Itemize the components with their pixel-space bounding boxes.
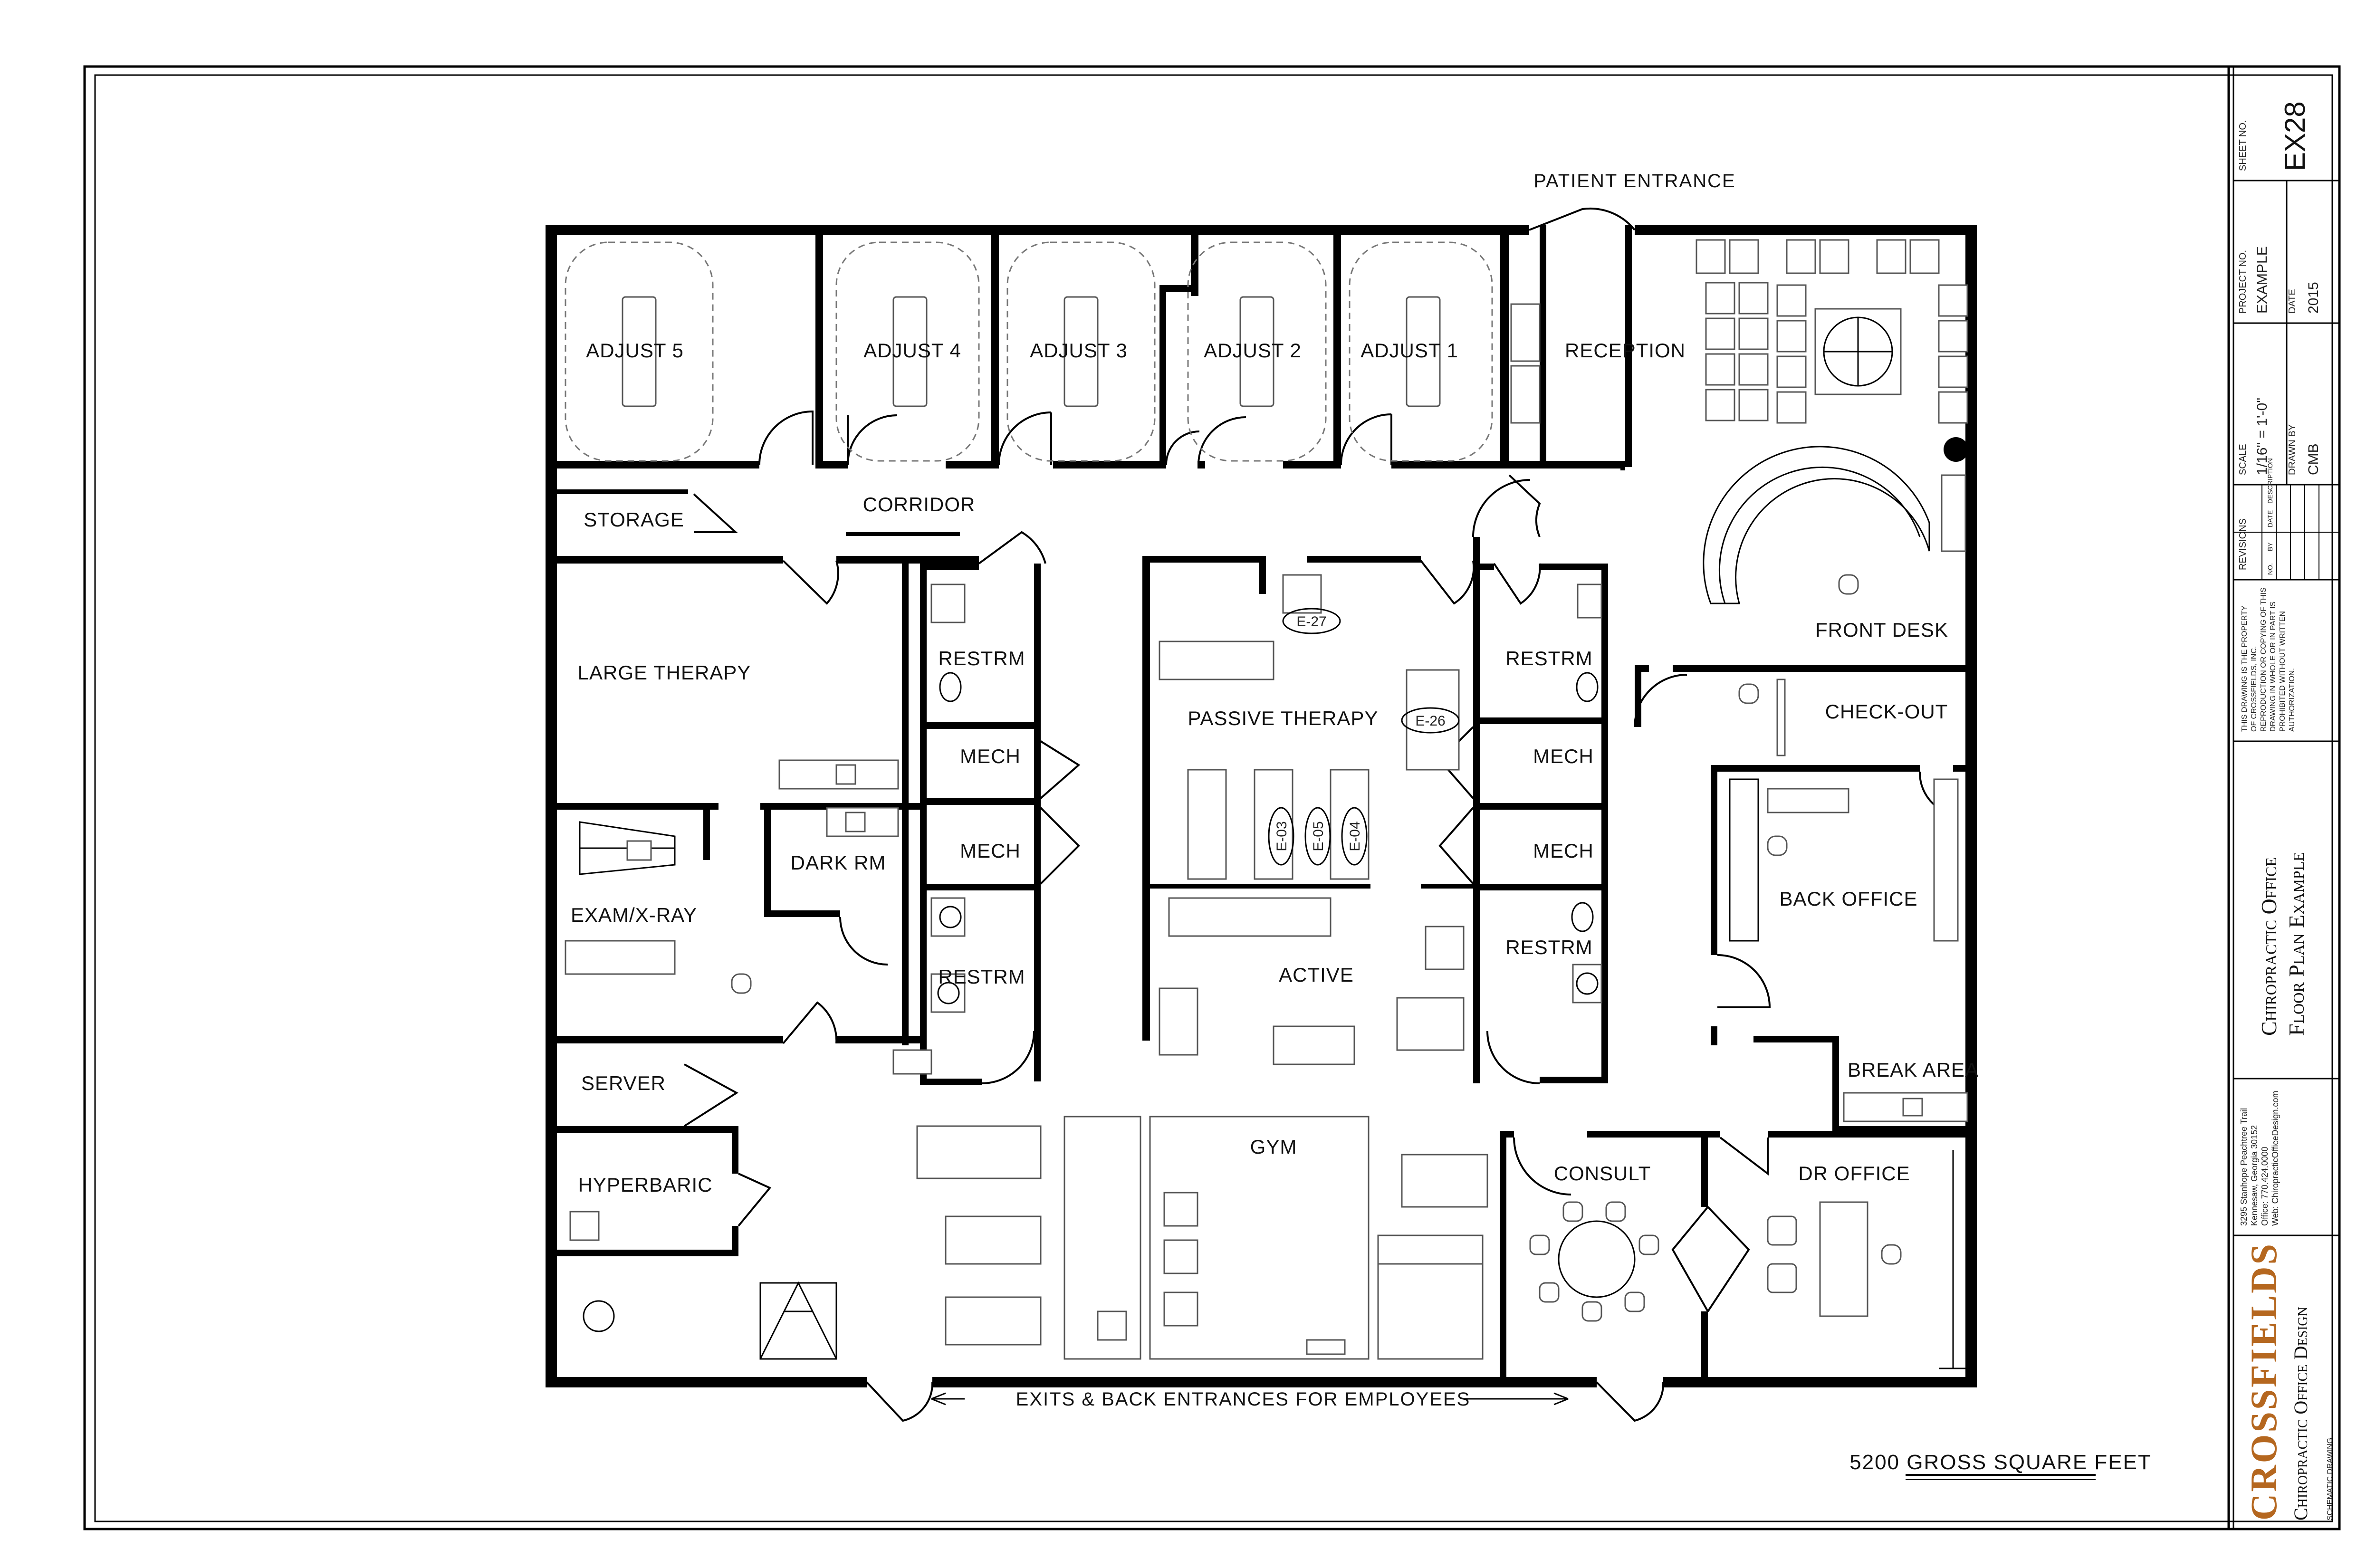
drawn-by-label: DRAWN BY (2287, 424, 2298, 475)
room-label-dr-office: DR OFFICE (1798, 1162, 1910, 1185)
room-label-corridor: CORRIDOR (863, 493, 976, 516)
room-label-storage: STORAGE (584, 508, 684, 531)
room-label-restrm: RESTRM (938, 647, 1025, 669)
rev-col-no: NO. (2266, 563, 2274, 575)
copyright-line: OF CROSSFIELDS, INC. (2250, 646, 2258, 732)
rev-col-by: BY (2266, 542, 2274, 551)
drawing-title-2: Floor Plan Example (2284, 852, 2309, 1036)
room-label-adjust2: ADJUST 2 (1204, 339, 1302, 362)
room-labels: ADJUST 5 ADJUST 4 ADJUST 3 ADJUST 2 ADJU… (571, 339, 1979, 1196)
furniture (565, 239, 1968, 1369)
room-label-dark-rm: DARK RM (791, 851, 886, 874)
patient-entrance-note: PATIENT ENTRANCE (1533, 171, 1735, 191)
interior-walls (546, 225, 1977, 1387)
drawn-by-value: CMB (2306, 443, 2321, 475)
equipment-tag-labels: E-27 E-26 E-03 E-05 E-04 (1274, 614, 1446, 851)
room-label-active: ACTIVE (1279, 964, 1354, 986)
plan-notes: PATIENT ENTRANCE EXITS & BACK ENTRANCES … (931, 171, 2152, 1480)
exits-note: EXITS & BACK ENTRANCES FOR EMPLOYEES (1016, 1389, 1471, 1410)
revisions-label: REVISIONS (2238, 518, 2248, 570)
room-label-consult: CONSULT (1554, 1162, 1651, 1185)
room-label-break-area: BREAK AREA (1848, 1059, 1979, 1081)
address-line: 3295 Stanhope Peachtree Trail (2239, 1108, 2249, 1226)
title-block: SHEET NO. EX28 PROJECT NO. EXAMPLE DATE … (2232, 66, 2340, 1530)
company-sub: Chiropractic Office Design (2290, 1307, 2311, 1520)
exits-arrow-left (931, 1392, 965, 1405)
room-label-server: SERVER (581, 1072, 666, 1094)
tag-e26: E-26 (1415, 713, 1445, 729)
room-label-gym: GYM (1250, 1136, 1297, 1158)
copyright-line: THIS DRAWING IS THE PROPERTY (2241, 605, 2249, 732)
room-label-check-out: CHECK-OUT (1825, 700, 1948, 723)
room-label-mech: MECH (1533, 745, 1594, 767)
equipment-tags (1268, 608, 1460, 866)
room-label-restrm: RESTRM (1505, 647, 1592, 669)
room-label-reception: RECEPTION (1565, 339, 1686, 362)
room-label-passive-therapy: PASSIVE THERAPY (1188, 707, 1379, 729)
address-line: Office: 770.424.0000 (2260, 1147, 2270, 1226)
room-label-mech: MECH (960, 840, 1021, 862)
copyright-line: REPRODUCTION OR COPYING OF THIS (2260, 587, 2268, 732)
date-label: DATE (2287, 289, 2298, 314)
project-no-label: PROJECT NO. (2238, 250, 2248, 314)
scale-label: SCALE (2238, 444, 2248, 475)
exits-arrow-right (1464, 1392, 1569, 1405)
doors (683, 207, 1954, 1422)
date-value: 2015 (2306, 282, 2321, 314)
address-line: Web: ChiropracticOfficeDesign.com (2271, 1091, 2280, 1226)
room-label-mech: MECH (1533, 840, 1594, 862)
drawing-title-1: Chiropractic Office (2257, 857, 2281, 1036)
rev-col-date: DATE (2266, 510, 2274, 527)
copyright-line: AUTHORIZATION. (2288, 668, 2296, 732)
sheet-no-label: SHEET NO. (2238, 120, 2248, 171)
copyright-line: PROHIBITED WITHOUT WRITTEN (2279, 611, 2287, 732)
scale-value: 1/16" = 1'-0" (2254, 398, 2270, 475)
tag-e03: E-03 (1274, 821, 1290, 851)
room-label-hyperbaric: HYPERBARIC (578, 1174, 712, 1196)
room-label-mech: MECH (960, 745, 1021, 767)
room-label-adjust1: ADJUST 1 (1360, 339, 1458, 362)
room-label-front-desk: FRONT DESK (1815, 619, 1948, 641)
room-label-restrm: RESTRM (1505, 936, 1592, 958)
tag-e04: E-04 (1347, 821, 1363, 851)
rev-col-description: DESCRIPTION (2266, 458, 2274, 504)
project-no: EXAMPLE (2254, 246, 2270, 314)
room-label-back-office: BACK OFFICE (1779, 888, 1917, 910)
tag-e05: E-05 (1311, 821, 1326, 851)
room-label-adjust3: ADJUST 3 (1030, 339, 1128, 362)
address-line: Kennesaw, Georgia 30152 (2250, 1125, 2259, 1226)
copyright-line: DRAWING IN WHOLE OR IN PART IS (2269, 602, 2277, 732)
sheet-no: EX28 (2279, 101, 2311, 171)
company-logo: CROSSFIELDS (2243, 1242, 2284, 1520)
room-label-exam-xray: EXAM/X-RAY (571, 904, 697, 926)
room-label-restrm: RESTRM (938, 966, 1025, 988)
room-label-adjust4: ADJUST 4 (863, 339, 961, 362)
room-label-large-therapy: LARGE THERAPY (578, 661, 751, 684)
tag-e27: E-27 (1296, 614, 1326, 630)
room-label-adjust5: ADJUST 5 (586, 339, 684, 362)
gross-area-note: 5200 GROSS SQUARE FEET (1849, 1451, 2152, 1474)
schematic-label: SCHEMATIC DRAWING (2326, 1438, 2334, 1520)
